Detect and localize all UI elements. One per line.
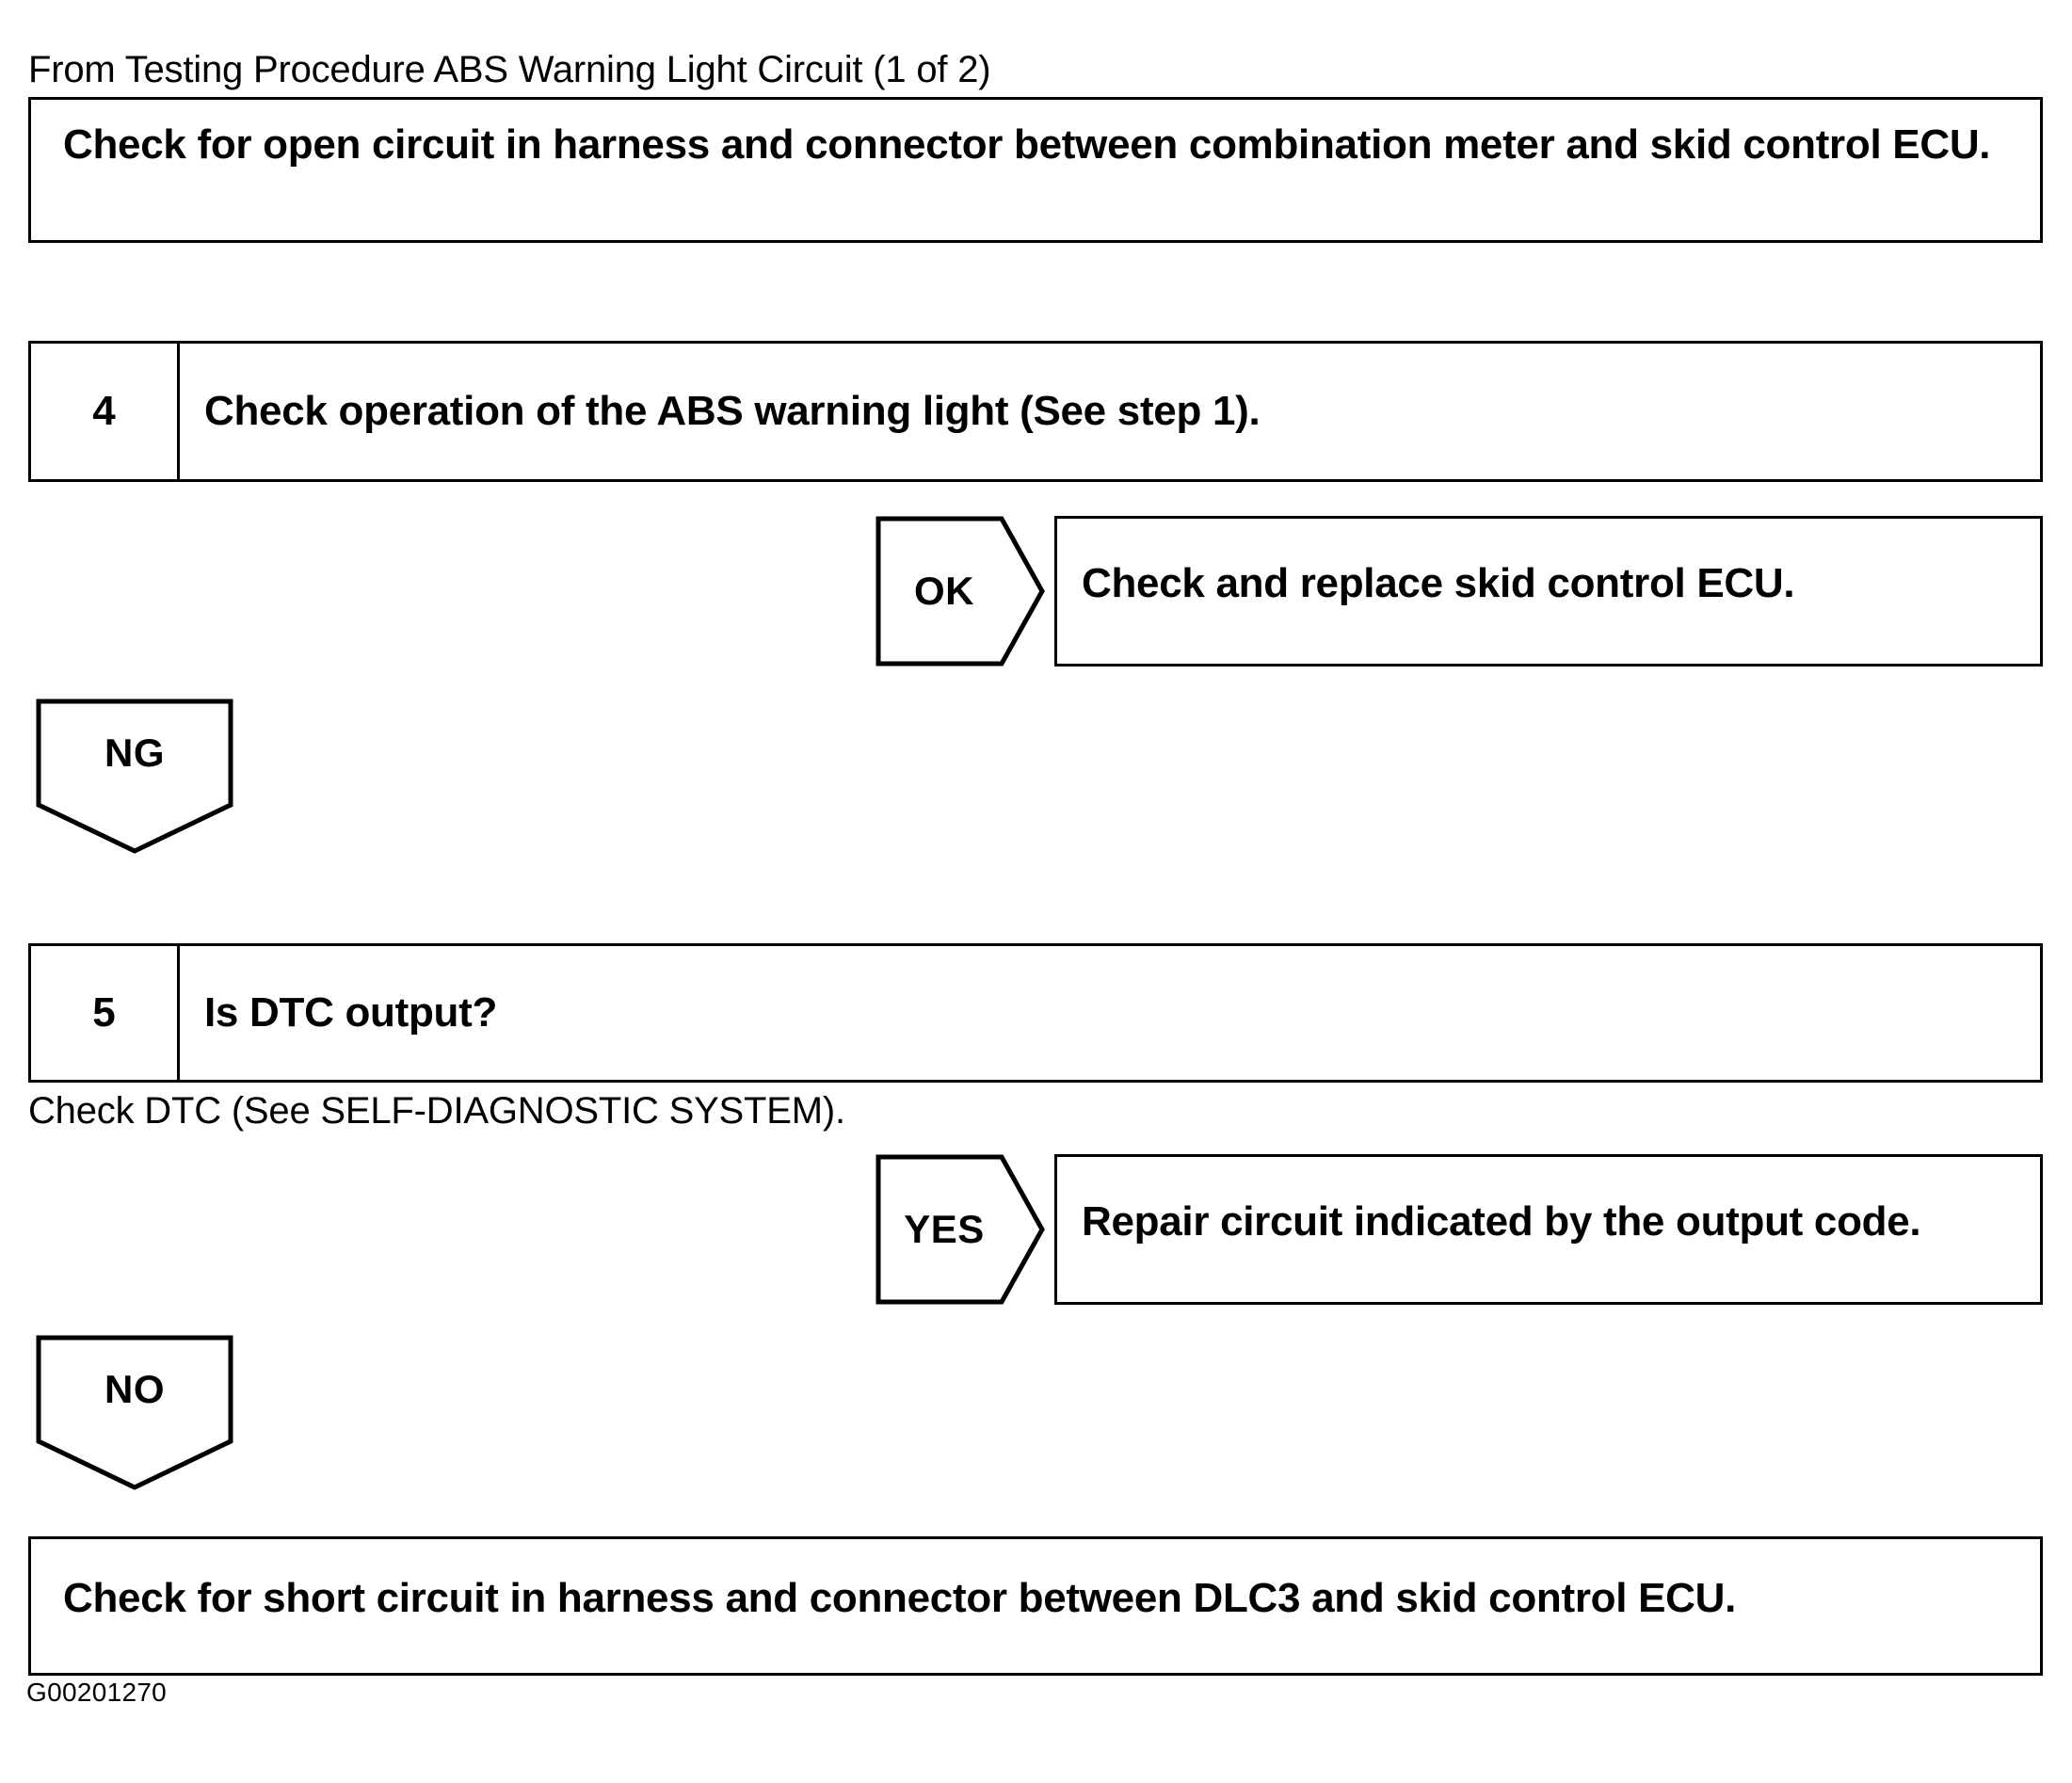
open-circuit-instruction-text: Check for open circuit in harness and co… (63, 121, 1991, 168)
step-4-ok-branch-arrow: OK (875, 516, 1045, 667)
figure-code: G00201270 (26, 1678, 168, 1707)
step-4-number: 4 (92, 388, 116, 434)
open-circuit-instruction-box: Check for open circuit in harness and co… (28, 97, 2043, 243)
pentagon-down-icon (36, 1335, 233, 1490)
pentagon-right-icon (875, 516, 1045, 667)
step-5-no-branch-arrow: NO (36, 1335, 233, 1490)
step-4-ng-branch-arrow: NG (36, 699, 233, 854)
pentagon-right-icon (875, 1154, 1045, 1305)
source-procedure-note: From Testing Procedure ABS Warning Light… (28, 49, 991, 90)
step-5-text: Is DTC output? (204, 989, 498, 1036)
ok-result-text: Check and replace skid control ECU. (1082, 560, 1795, 606)
step-4-number-cell: 4 (31, 344, 180, 479)
step-5-yes-label: YES (904, 1207, 985, 1251)
pentagon-down-icon (36, 699, 233, 854)
step-5-box: 5 Is DTC output? (28, 943, 2043, 1083)
ok-result-box: Check and replace skid control ECU. (1054, 516, 2043, 667)
step-5-yes-branch-arrow: YES (875, 1154, 1045, 1305)
step-4-ok-label: OK (914, 569, 974, 613)
yes-result-box: Repair circuit indicated by the output c… (1054, 1154, 2043, 1305)
step-5-number: 5 (92, 989, 116, 1036)
step-4-ng-label: NG (104, 730, 165, 775)
yes-result-text: Repair circuit indicated by the output c… (1082, 1198, 1921, 1245)
step-5-number-cell: 5 (31, 946, 180, 1080)
step-4-text-cell: Check operation of the ABS warning light… (180, 344, 2040, 479)
step-5-no-label: NO (104, 1366, 165, 1411)
step-5-text-cell: Is DTC output? (180, 946, 2040, 1080)
short-circuit-instruction-box: Check for short circuit in harness and c… (28, 1536, 2043, 1676)
step-4-box: 4 Check operation of the ABS warning lig… (28, 341, 2043, 482)
short-circuit-instruction-text: Check for short circuit in harness and c… (63, 1575, 1736, 1621)
check-dtc-note: Check DTC (See SELF-DIAGNOSTIC SYSTEM). (28, 1090, 845, 1132)
step-4-text: Check operation of the ABS warning light… (204, 388, 1261, 434)
